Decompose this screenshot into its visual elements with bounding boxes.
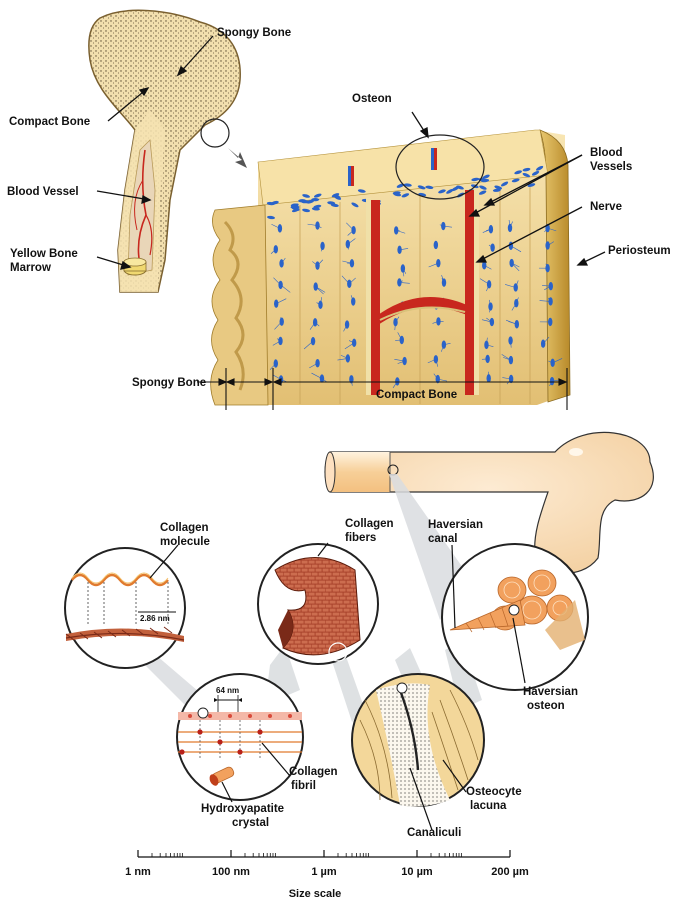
label-yellow-bone-marrow-line2: Marrow bbox=[10, 262, 51, 275]
label-haversian-osteon-line1: Haversian bbox=[523, 686, 578, 699]
size-scale-axis bbox=[138, 850, 510, 857]
compact-bone-section bbox=[211, 130, 570, 405]
label-haversian-canal-line2: canal bbox=[428, 533, 457, 546]
label-molecule-period: 2.86 nm bbox=[140, 614, 170, 623]
label-blood-vessel: Blood Vessel bbox=[7, 186, 79, 199]
label-blood-vessels-line2: Vessels bbox=[590, 161, 632, 174]
haversian-canal-magnified bbox=[442, 544, 588, 690]
label-spongy-bone-section: Spongy Bone bbox=[132, 377, 206, 390]
label-compact-bone-section: Compact Bone bbox=[376, 389, 457, 402]
label-yellow-bone-marrow-line1: Yellow Bone bbox=[10, 248, 78, 261]
scale-tick-label: 1 µm bbox=[311, 866, 336, 878]
label-collagen-molecule-line2: molecule bbox=[160, 536, 210, 549]
scale-tick-label: 1 nm bbox=[125, 866, 151, 878]
size-scale-title: Size scale bbox=[289, 888, 342, 900]
collagen-fibers-magnified bbox=[258, 544, 378, 664]
label-haversian-osteon-line2: osteon bbox=[527, 700, 565, 713]
osteocyte-cell bbox=[434, 355, 438, 363]
label-collagen-fibril-line1: Collagen bbox=[289, 766, 338, 779]
label-compact-bone-femur: Compact Bone bbox=[9, 116, 90, 129]
label-hydroxyapatite-line2: crystal bbox=[232, 817, 269, 830]
label-periosteum: Periosteum bbox=[608, 245, 671, 258]
osteocyte-lacuna-magnified bbox=[352, 674, 484, 807]
scale-tick-label: 100 nm bbox=[212, 866, 250, 878]
label-hydroxyapatite-line1: Hydroxyapatite bbox=[201, 803, 284, 816]
scale-tick-label: 10 µm bbox=[401, 866, 432, 878]
label-canaliculi: Canaliculi bbox=[407, 827, 461, 840]
label-collagen-fibers-line2: fibers bbox=[345, 532, 376, 545]
collagen-molecule-magnified bbox=[65, 548, 185, 668]
label-collagen-molecule-line1: Collagen bbox=[160, 522, 209, 535]
label-haversian-canal-line1: Haversian bbox=[428, 519, 483, 532]
osteocyte-cell bbox=[314, 282, 318, 290]
label-osteocyte-lacuna-line1: Osteocyte bbox=[466, 786, 522, 799]
label-spongy-bone-femur: Spongy Bone bbox=[217, 27, 291, 40]
label-collagen-fibers-line1: Collagen bbox=[345, 518, 394, 531]
collagen-fibril-magnified bbox=[177, 674, 303, 800]
label-osteon: Osteon bbox=[352, 93, 392, 106]
scale-tick-label: 200 µm bbox=[491, 866, 529, 878]
label-blood-vessels-line1: Blood bbox=[590, 147, 623, 160]
label-osteocyte-lacuna-line2: lacuna bbox=[470, 800, 506, 813]
label-nerve: Nerve bbox=[590, 201, 622, 214]
label-collagen-fibril-line2: fibril bbox=[291, 780, 316, 793]
label-fibril-period: 64 nm bbox=[216, 686, 239, 695]
